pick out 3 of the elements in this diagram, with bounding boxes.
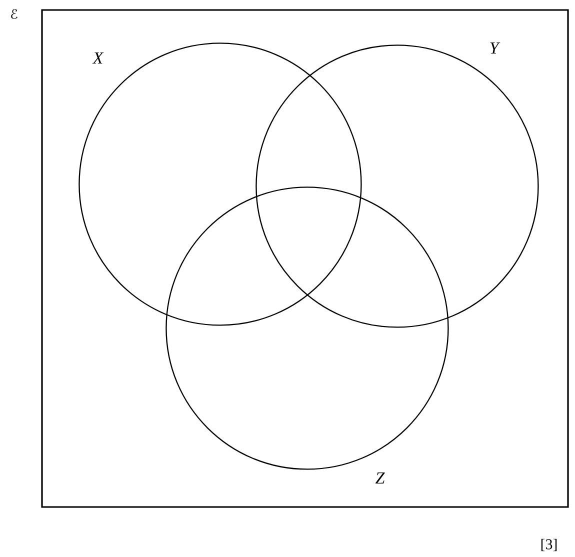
node-label: ℰ	[11, 9, 18, 19]
mark-allocation: [3]	[541, 538, 557, 552]
node-label: Z	[376, 472, 385, 484]
